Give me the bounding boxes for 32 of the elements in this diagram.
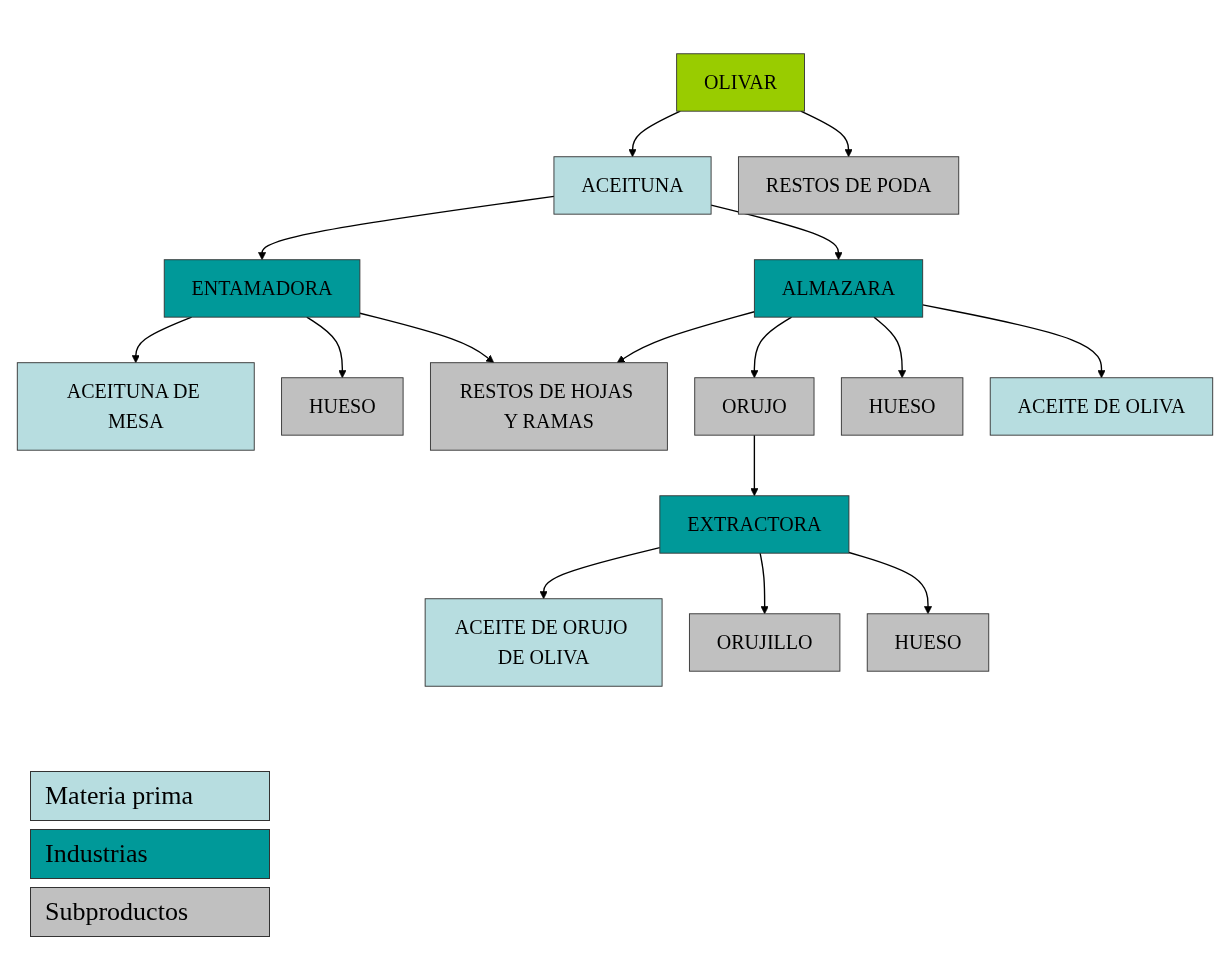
- node-box: ENTAMADORA: [163, 259, 361, 318]
- node-box: ACEITUNA: [553, 156, 712, 215]
- legend-swatch: Subproductos: [30, 887, 270, 937]
- node-box: ALMAZARA: [753, 259, 924, 318]
- node-box: RESTOS DE PODA: [737, 156, 960, 215]
- arrow: [710, 204, 843, 261]
- arrow: [759, 552, 769, 615]
- node-box: ACEITUNA DE MESA: [16, 362, 255, 451]
- node-box: OLIVAR: [676, 53, 805, 112]
- arrow: [359, 312, 495, 364]
- arrow: [848, 551, 932, 615]
- legend-swatch: Industrias: [30, 829, 270, 879]
- node-box: ORUJILLO: [688, 613, 841, 672]
- legend-swatch: Materia prima: [30, 771, 270, 821]
- arrow: [800, 110, 853, 158]
- node-box: ACEITE DE OLIVA: [989, 377, 1214, 436]
- node-box: ACEITE DE ORUJO DE OLIVA: [424, 598, 663, 687]
- arrow: [306, 316, 347, 379]
- arrow: [539, 546, 661, 600]
- arrow: [628, 110, 681, 158]
- node-box: HUESO: [840, 377, 964, 436]
- arrow: [873, 316, 907, 379]
- node-box: EXTRACTORA: [659, 495, 850, 554]
- arrow: [616, 311, 756, 364]
- node-box: HUESO: [281, 377, 404, 436]
- arrow: [750, 434, 759, 497]
- arrow: [922, 304, 1106, 379]
- node-box: HUESO: [866, 613, 990, 672]
- node-box: ORUJO: [694, 377, 815, 436]
- node-box: RESTOS DE HOJAS Y RAMAS: [430, 362, 668, 451]
- arrow: [750, 316, 793, 379]
- arrow: [258, 195, 555, 261]
